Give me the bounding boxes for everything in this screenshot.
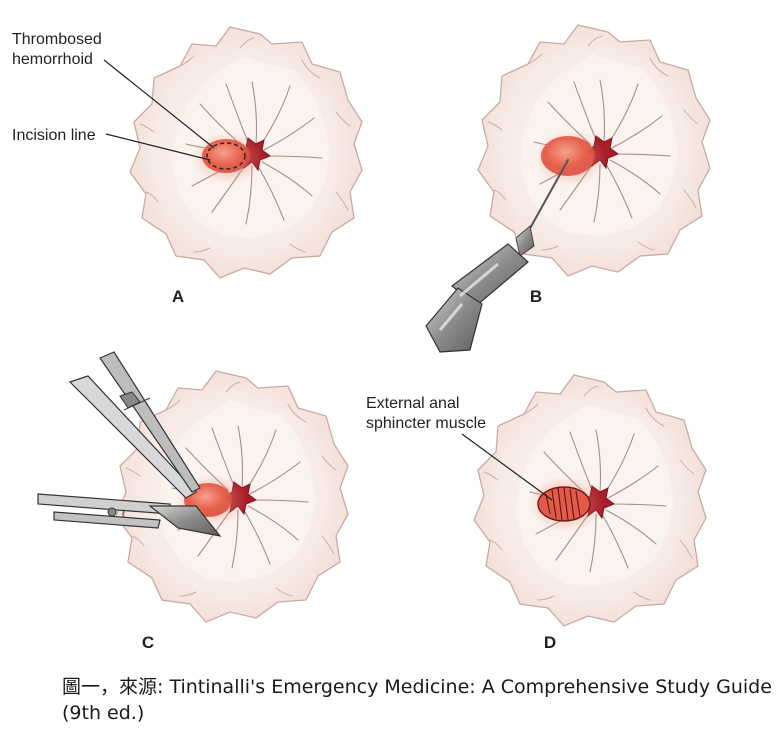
leader-sphincter [461,433,553,501]
panel-letter-d: D [544,633,556,652]
hemorrhoid-excision-figure: Thrombosed hemorrhoid Incision line A B [12,24,711,652]
panel-letter-b: B [530,287,542,306]
incision-line [206,142,246,170]
label-thrombosed-line2: hemorrhoid [12,51,93,68]
leader-thrombosed [103,59,215,149]
figure-caption: 圖一，來源: Tintinalli's Emergency Medicine: … [62,676,772,724]
panel-letter-a: A [172,287,184,306]
forceps [68,351,201,499]
thrombosed-hemorrhoid-b [541,136,595,176]
label-incision-line: Incision line [12,127,96,144]
label-thrombosed-line1: Thrombosed [12,31,102,48]
panel-c: ℓ C [37,351,349,652]
svg-text:ℓ: ℓ [122,509,126,520]
panel-d: External anal sphincter muscle D [366,374,707,652]
syringe [425,159,569,353]
leader-incision [105,133,211,161]
label-sphincter-line2: sphincter muscle [366,415,486,432]
panel-letter-c: C [142,633,154,652]
sphincter-muscle-fibers [545,487,581,521]
label-sphincter-line1: External anal [366,395,459,412]
scissors: ℓ [37,493,222,537]
panel-b: B [425,24,711,353]
panel-a: Thrombosed hemorrhoid Incision line A [12,26,363,306]
